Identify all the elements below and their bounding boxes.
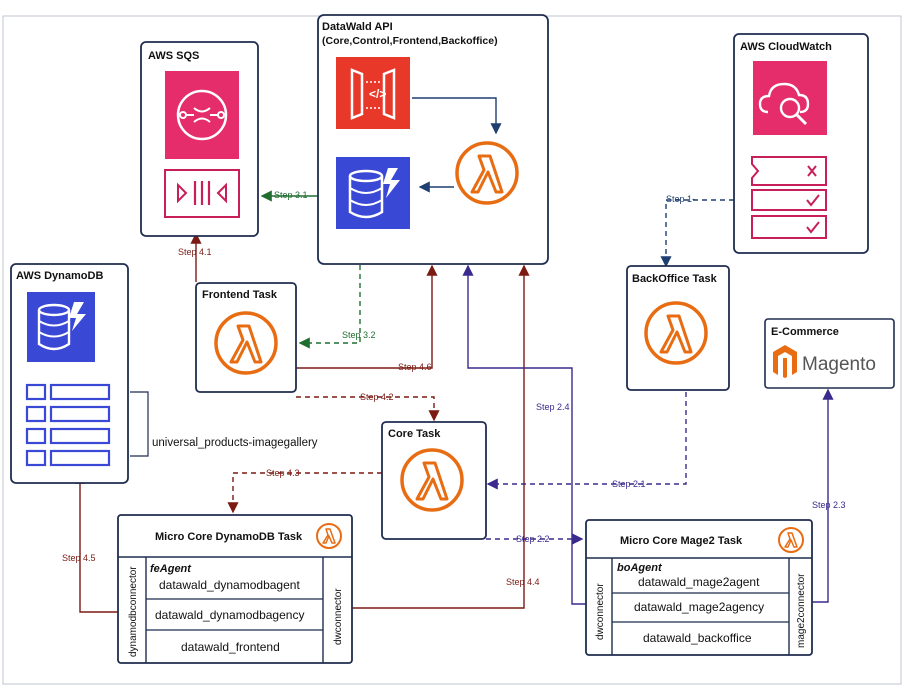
core-task-title: Core Task [388,428,441,440]
lambda-icon [316,523,342,549]
aws-dynamodb-title: AWS DynamoDB [16,270,103,282]
micro-mage2-agent: boAgent [617,562,663,574]
label-step-2-4: Step 2.4 [536,402,570,412]
edge-step-4-5 [74,472,118,613]
magento-icon [773,345,797,378]
label-step-4-3: Step 4.3 [266,468,300,478]
label-step-2-1: Step 2.1- [612,479,649,489]
checklist-icon [751,156,827,239]
edge-step-4-3 [227,472,382,514]
micro-mage2-row-1: datawald_mage2agent [638,575,760,589]
micro-core-dynamodb-task: Micro Core DynamoDB Task feAgent datawal… [117,514,353,664]
edge-step-1 [660,199,752,268]
aws-cloudwatch-box: AWS CloudWatch [733,33,869,254]
label-step-4-4: Step 4.4 [506,577,540,587]
table-bracket [130,391,149,457]
edge-step-4-4 [352,264,530,609]
edge-api-gateway-to-lambda [412,97,502,135]
micro-dynamodb-title: Micro Core DynamoDB Task [155,531,303,543]
dynamodb-table-label: universal_products-imagegallery [152,437,318,449]
sqs-icon [165,71,239,159]
micro-mage2-right-connector: mage2connector [796,573,807,648]
ecommerce-box: E-Commerce Magento [764,318,895,389]
edge-step-4-2 [296,396,440,422]
ecommerce-title: E-Commerce [771,326,839,338]
edge-step-4-6 [296,264,438,369]
aws-cloudwatch-title: AWS CloudWatch [740,41,832,53]
lambda-icon [778,527,804,553]
label-step-2-2: Step 2.2 [516,534,550,544]
datawald-api-title: DataWald API [322,21,393,33]
dynamodb-icon [27,292,95,362]
micro-dynamodb-agent: feAgent [150,563,192,575]
aws-dynamodb-box: AWS DynamoDB [10,263,129,484]
label-step-2-3: Step 2.3 [812,500,846,510]
label-step-4-2: Step 4.2 [360,392,394,402]
edge-step-3-2 [298,265,361,349]
cloudwatch-icon [753,61,827,135]
svg-text:</>: </> [369,87,386,101]
micro-core-mage2-task: Micro Core Mage2 Task boAgent datawald_m… [585,519,813,656]
dynamodb-icon [336,157,410,229]
micro-dynamodb-row-3: datawald_frontend [181,640,280,654]
frontend-task-box: Frontend Task [195,282,297,393]
label-step-4-6: Step 4.6 [398,362,432,372]
micro-mage2-row-2: datawald_mage2agency [634,600,764,614]
edge-step-2-4 [462,264,586,605]
edge-step-2-1 [486,392,687,490]
aws-sqs-title: AWS SQS [148,50,199,62]
label-step-1: Step 1- [666,194,695,204]
micro-mage2-row-3: datawald_backoffice [643,631,752,645]
datawald-api-box: DataWald API (Core,Control,Frontend,Back… [317,14,549,265]
queue-icon [164,169,240,218]
backoffice-task-box: BackOffice Task [626,265,730,391]
frontend-task-title: Frontend Task [202,289,278,301]
core-task-box: Core Task [381,421,487,540]
edge-step-2-3 [812,388,834,603]
micro-dynamodb-left-connector: dynamodbconnector [128,566,139,657]
aws-sqs-box: AWS SQS [140,41,259,237]
micro-dynamodb-row-1: datawald_dynamodbagent [159,578,300,592]
label-step-3-2: Step 3.2 [342,330,376,340]
micro-dynamodb-right-connector: dwconnector [333,588,344,645]
label-step-3-1: Step 3.1 [274,190,308,200]
micro-dynamodb-row-2: datawald_dynamodbagency [155,608,304,622]
api-gateway-icon: </> [336,57,410,129]
micro-mage2-title: Micro Core Mage2 Task [620,535,743,547]
label-step-4-1: Step 4.1 [178,247,212,257]
backoffice-task-title: BackOffice Task [632,273,718,285]
table-icon [25,383,111,467]
micro-mage2-left-connector: dwconnector [595,583,606,640]
datawald-api-subtitle: (Core,Control,Frontend,Backoffice) [322,35,498,47]
magento-logo-text: Magento [802,354,876,375]
label-step-4-5: Step 4.5 [62,553,96,563]
